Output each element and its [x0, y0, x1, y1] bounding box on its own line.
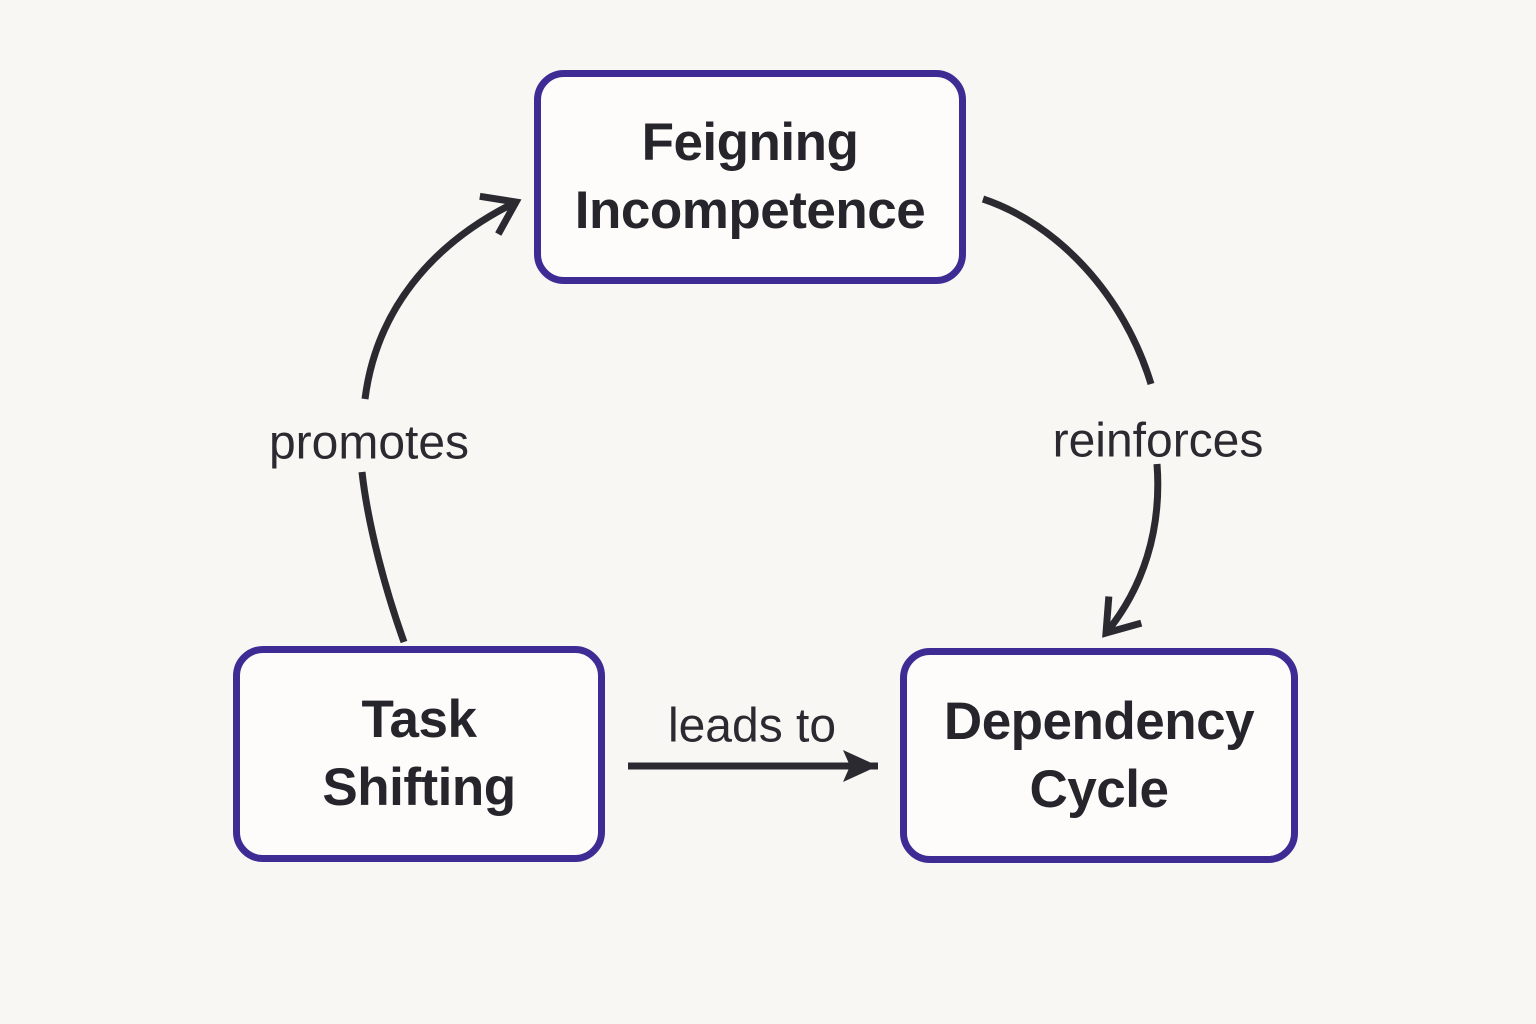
edge-reinforces-segment-upper	[981, 195, 1155, 386]
edge-reinforces-segment-lower	[1102, 463, 1162, 638]
node-feigning-incompetence-label: Feigning Incompetence	[574, 113, 926, 240]
edge-promotes-segment-lower	[358, 471, 408, 644]
node-feigning-incompetence: Feigning Incompetence	[534, 70, 966, 284]
edge-promotes-segment-upper	[361, 192, 522, 400]
edge-label-promotes: promotes	[268, 416, 470, 470]
edge-label-leads-to: leads to	[667, 699, 837, 753]
edge-label-reinforces: reinforces	[1052, 414, 1264, 468]
node-task-shifting-label: Task Shifting	[322, 690, 516, 817]
node-dependency-cycle-label: Dependency Cycle	[943, 691, 1255, 819]
node-dependency-cycle: Dependency Cycle	[900, 648, 1298, 863]
node-task-shifting: Task Shifting	[233, 646, 605, 862]
